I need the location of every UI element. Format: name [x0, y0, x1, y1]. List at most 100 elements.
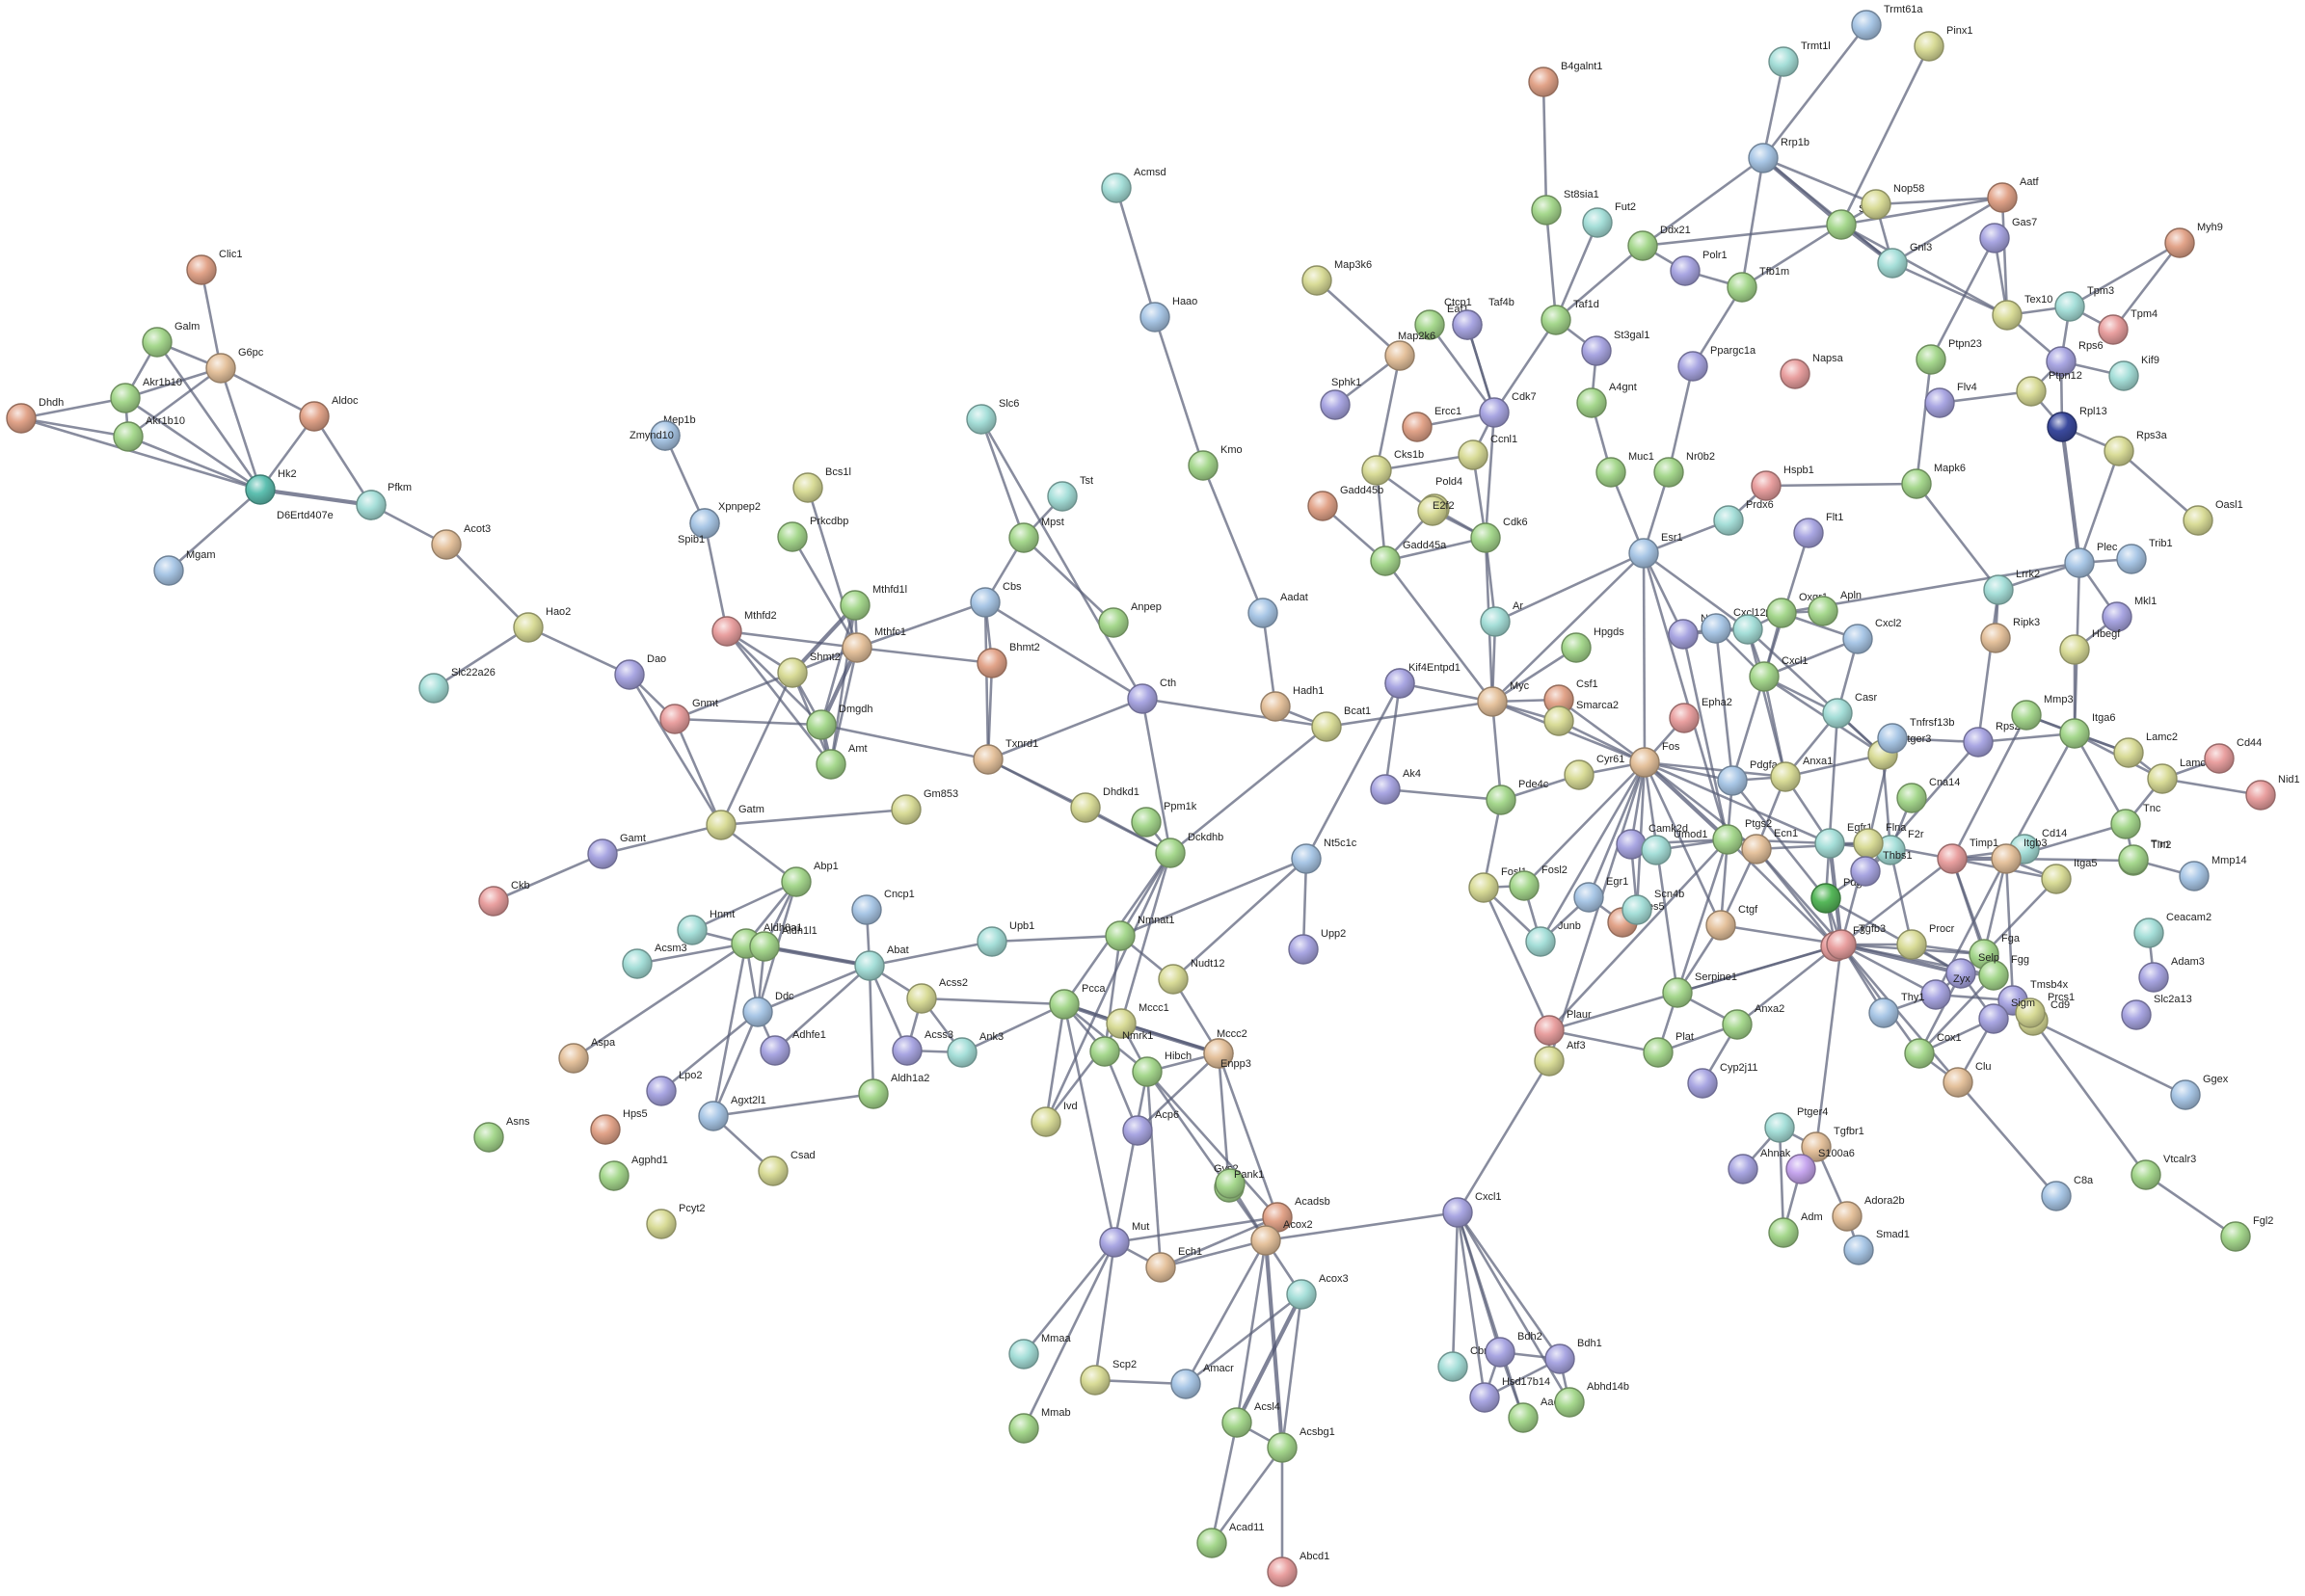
node-tgfb3[interactable]: Tgfb3	[1826, 923, 1886, 960]
node-ppargc1a[interactable]: Ppargc1a	[1677, 345, 1756, 382]
node-bubble[interactable]	[2104, 436, 2134, 466]
node-acsbg1[interactable]: Acsbg1	[1267, 1426, 1335, 1463]
node-hbegf[interactable]: Hbegf	[2059, 628, 2121, 665]
node-bubble[interactable]	[1963, 727, 1994, 758]
node-bubble[interactable]	[1741, 834, 1772, 864]
node-pcca[interactable]: Pcca	[1049, 983, 1106, 1020]
node-bubble[interactable]	[1544, 1343, 1575, 1374]
node-bubble[interactable]	[1983, 574, 2014, 605]
node-nid1[interactable]: Nid1	[2245, 774, 2300, 811]
node-muc1[interactable]: Muc1	[1595, 451, 1654, 488]
node-bcs1l[interactable]: Bcs1l	[792, 466, 851, 503]
node-mmp14[interactable]: Mmp14	[2179, 855, 2247, 891]
node-bubble[interactable]	[947, 1037, 978, 1068]
node-lamc1[interactable]: Lamc1	[2147, 758, 2211, 794]
node-bubble[interactable]	[478, 886, 509, 917]
node-bubble[interactable]	[2102, 601, 2132, 632]
node-gadd45b[interactable]: Gadd45b	[1307, 485, 1383, 521]
node-cbr3[interactable]: Cbr3	[1437, 1345, 1493, 1382]
node-pinx1[interactable]: Pinx1	[1914, 25, 1973, 62]
node-acox3[interactable]: Acox3	[1286, 1273, 1349, 1310]
node-bubble[interactable]	[1978, 960, 2009, 991]
node-ckb[interactable]: Ckb	[478, 880, 530, 917]
node-bubble[interactable]	[2054, 291, 2085, 322]
node-bubble[interactable]	[816, 749, 846, 780]
node-bubble[interactable]	[1701, 613, 1731, 644]
node-fos[interactable]: Fos	[1629, 741, 1680, 778]
node-tpm3[interactable]: Tpm3	[2054, 285, 2114, 322]
node-nol58[interactable]: Nop58	[1861, 183, 1924, 220]
node-ptpn12[interactable]: Ptpn12	[2016, 370, 2082, 407]
node-bubble[interactable]	[2059, 718, 2090, 749]
node-apln[interactable]: Apln	[1808, 590, 1862, 626]
node-bubble[interactable]	[1170, 1369, 1201, 1399]
node-bubble[interactable]	[792, 472, 823, 503]
node-bubble[interactable]	[1437, 1351, 1468, 1382]
node-bubble[interactable]	[1479, 397, 1510, 428]
node-bubble[interactable]	[706, 810, 737, 840]
node-slc22a26[interactable]: Slc22a26	[418, 667, 496, 704]
node-pde4c[interactable]: Pde4c	[1486, 779, 1549, 815]
node-cdk7[interactable]: Cdk7	[1479, 391, 1537, 428]
node-zmynd10[interactable]: Zmynd10	[630, 420, 681, 451]
node-bubble[interactable]	[590, 1114, 621, 1145]
node-upb1[interactable]: Upb1	[977, 920, 1034, 957]
node-mpst[interactable]: Mpst	[1008, 517, 1064, 553]
node-bubble[interactable]	[973, 744, 1004, 775]
node-g6pc[interactable]: G6pc	[205, 347, 264, 384]
node-bubble[interactable]	[473, 1122, 504, 1153]
node-lpo2[interactable]: Lpo2	[646, 1070, 702, 1106]
node-ptpn23[interactable]: Ptpn23	[1916, 338, 1982, 375]
node-bubble[interactable]	[1320, 389, 1351, 420]
node-bubble[interactable]	[6, 403, 37, 434]
node-bubble[interactable]	[1945, 958, 1976, 989]
node-bubble[interactable]	[1203, 1038, 1234, 1069]
node-bubble[interactable]	[1861, 189, 1891, 220]
node-bubble[interactable]	[1877, 723, 1908, 754]
node-trmt1l[interactable]: Trmt1l	[1768, 40, 1831, 77]
node-spib1[interactable]: Spib1	[678, 508, 720, 545]
node-tst[interactable]: Tst	[1047, 475, 1093, 512]
node-bubble[interactable]	[854, 950, 885, 981]
node-polr1[interactable]: Polr1	[1670, 250, 1728, 286]
node-bubble[interactable]	[646, 1209, 677, 1239]
node-rpl13[interactable]: Rpl13	[2047, 406, 2107, 442]
node-bubble[interactable]	[1008, 522, 1039, 553]
node-adm[interactable]: Adm	[1768, 1211, 1823, 1248]
node-bubble[interactable]	[646, 1076, 677, 1106]
node-upp2[interactable]: Upp2	[1288, 928, 1346, 965]
node-bubble[interactable]	[1877, 248, 1908, 279]
node-napsa[interactable]: Napsa	[1780, 353, 1844, 389]
node-slcx[interactable]: Slc6	[966, 398, 1019, 435]
node-bubble[interactable]	[1751, 470, 1782, 501]
node-amacr[interactable]: Amacr	[1170, 1363, 1234, 1399]
node-aldoc[interactable]: Aldoc	[299, 395, 359, 432]
node-bubble[interactable]	[1868, 998, 1899, 1028]
node-mapk6[interactable]: Mapk6	[1901, 463, 1966, 499]
node-cd44[interactable]: Cd44	[2204, 737, 2262, 774]
node-vtcalr3[interactable]: Vtcalr3	[2131, 1154, 2196, 1190]
node-bubble[interactable]	[1573, 882, 1604, 913]
node-timp1[interactable]: Timp1	[1937, 838, 1998, 874]
node-bcat1[interactable]: Bcat1	[1311, 705, 1371, 742]
node-bubble[interactable]	[1793, 518, 1824, 548]
node-bubble[interactable]	[1628, 538, 1659, 569]
node-bubble[interactable]	[2098, 314, 2129, 345]
node-ak4[interactable]: Ak4	[1370, 768, 1421, 805]
node-acsm3[interactable]: Acsm3	[622, 943, 687, 979]
node-zyx[interactable]: Zyx	[1920, 973, 1970, 1010]
node-bubble[interactable]	[2164, 227, 2195, 258]
node-hnmt[interactable]: Hnmt	[677, 909, 735, 945]
node-nmrk1[interactable]: Nmrk1	[1089, 1030, 1153, 1067]
node-entpd1[interactable]: Entpd1	[1384, 662, 1461, 699]
node-dhdkd1[interactable]: Dhdkd1	[1070, 786, 1139, 823]
node-acsl4[interactable]: Acsl4	[1221, 1401, 1280, 1438]
node-bhmt2[interactable]: Bhmt2	[977, 642, 1040, 678]
node-bubble[interactable]	[1853, 828, 1884, 859]
node-bubble[interactable]	[1851, 10, 1882, 40]
node-shmt2[interactable]: Shmt2	[777, 652, 841, 688]
node-bubble[interactable]	[1564, 759, 1595, 790]
node-bubble[interactable]	[698, 1101, 729, 1131]
node-bubble[interactable]	[2133, 918, 2164, 948]
node-bubble[interactable]	[1581, 335, 1612, 366]
